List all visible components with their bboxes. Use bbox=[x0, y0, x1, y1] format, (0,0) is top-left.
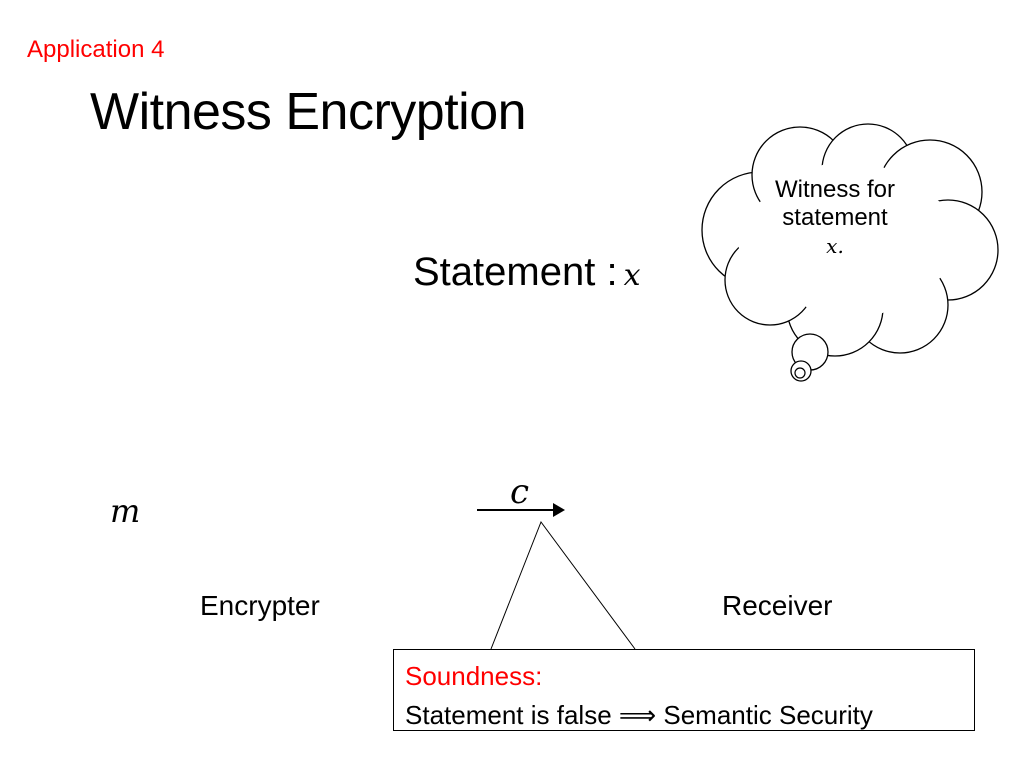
soundness-title: Soundness: bbox=[405, 661, 543, 691]
slide-title: Witness Encryption bbox=[90, 83, 527, 141]
thought-line-3: x. bbox=[826, 234, 844, 258]
slide-subtitle: Application 4 bbox=[27, 36, 165, 63]
encrypter-label: Encrypter bbox=[200, 590, 320, 621]
thought-bubble-text: Witness for statement x. bbox=[745, 176, 925, 260]
callout-pointer bbox=[490, 520, 636, 650]
thought-line-1: Witness for bbox=[774, 176, 896, 203]
message-variable: m bbox=[110, 492, 141, 530]
statement-label: Statement : bbox=[413, 250, 618, 294]
ciphertext-variable: c bbox=[510, 472, 530, 512]
soundness-box: Soundness: Statement is false ⟹ Semantic… bbox=[393, 649, 975, 731]
statement-line: Statement :x bbox=[413, 250, 640, 295]
thought-dot-tiny bbox=[794, 367, 806, 379]
statement-variable: x bbox=[623, 258, 641, 293]
thought-line-2: statement bbox=[782, 204, 888, 231]
receiver-label: Receiver bbox=[722, 590, 833, 621]
thought-cloud-icon bbox=[701, 123, 999, 357]
arrow-head-icon bbox=[553, 503, 565, 517]
soundness-body: Statement is false ⟹ Semantic Security bbox=[405, 700, 873, 730]
